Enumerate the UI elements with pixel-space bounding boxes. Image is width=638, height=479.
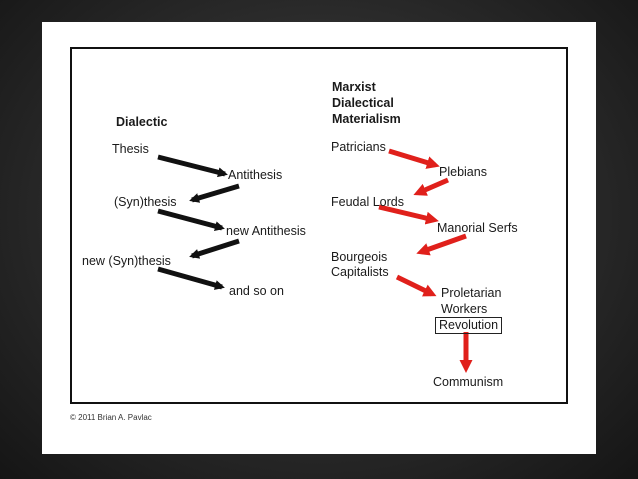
communism-label: Communism [433,375,504,389]
marxist-heading-line2: Dialectical [332,96,394,110]
arrow-synthesis-new-antithesis [157,208,225,232]
arrow-new-antithesis-new-synthesis [189,238,240,259]
arrow-antithesis-synthesis [189,183,240,203]
arrow-new-synthesis-and-so-on [157,266,225,290]
arrows-layer [157,148,473,373]
new-synthesis-label: new (Syn)thesis [82,254,171,268]
dialectic-heading: Dialectic [116,115,168,129]
revolution-box: Revolution [435,317,503,334]
patricians-label: Patricians [331,140,386,154]
arrow-serfs-bourgeois [416,233,467,256]
new-antithesis-label: new Antithesis [226,224,306,238]
proletarian-label-line1: Proletarian [441,286,502,300]
diagram-frame [70,47,568,404]
slide: Dialectic Thesis Antithesis (Syn)thesis … [42,22,596,454]
arrow-thesis-antithesis [157,154,228,178]
workers-label-line2: Workers [441,302,488,316]
antithesis-label: Antithesis [228,168,283,182]
manorial-serfs-label: Manorial Serfs [437,221,518,235]
thesis-label: Thesis [112,142,149,156]
plebians-label: Plebians [439,165,487,179]
marxist-heading-line3: Materialism [332,112,401,126]
copyright-text: © 2011 Brian A. Pavlac [70,413,152,422]
arrow-feudal-lords-serfs [378,204,439,225]
arrow-patricians-plebians [388,148,440,169]
arrow-plebians-feudal-lords [413,177,449,196]
and-so-on-label: and so on [229,284,284,298]
bourgeois-label-line1: Bourgeois [331,250,388,264]
capitalists-label-line2: Capitalists [331,265,389,279]
synthesis-label: (Syn)thesis [114,195,177,209]
marxist-heading-line1: Marxist [332,80,376,94]
feudal-lords-label: Feudal Lords [331,195,404,209]
arrow-capitalists-proletarian [395,274,437,297]
